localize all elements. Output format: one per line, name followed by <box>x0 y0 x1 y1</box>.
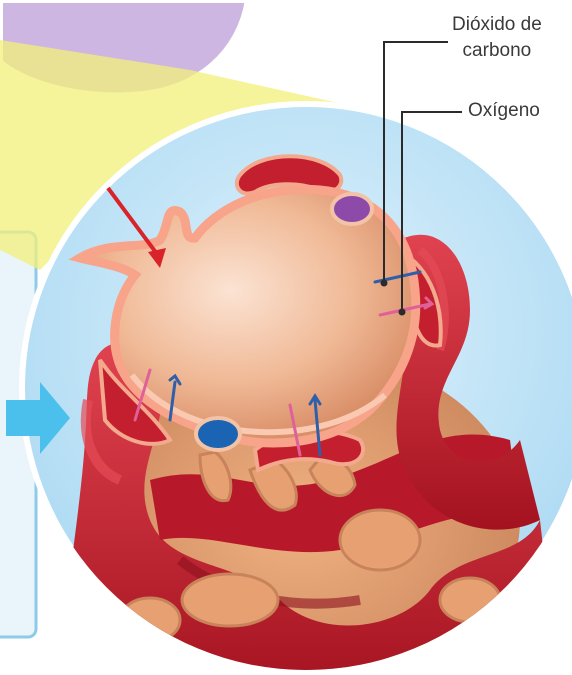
co2-leader-dot <box>381 280 388 287</box>
co2-label-line1: Dióxido de <box>452 12 542 38</box>
o2-label: Oxígeno <box>468 98 540 124</box>
purple-cell <box>332 194 372 224</box>
blue-cell <box>196 418 240 450</box>
co2-label: Dióxido de carbono <box>452 12 542 64</box>
co2-label-line2: carbono <box>452 38 542 64</box>
o2-leader-dot <box>399 309 406 316</box>
